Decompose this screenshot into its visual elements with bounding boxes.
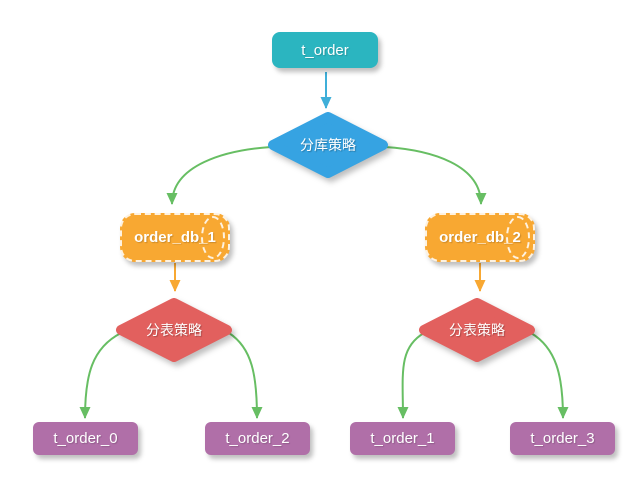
node-t-order-2: t_order_2 [205, 422, 310, 455]
node-t-order-3: t_order_3 [510, 422, 615, 455]
node-order-db-2: order_db_2 [425, 213, 535, 262]
edge-ts-left-to-t2 [228, 332, 263, 419]
ts-left-diamond-shape [116, 298, 232, 362]
edge-db-strategy-to-db2 [384, 146, 487, 205]
edge-ts-left-to-t0 [79, 332, 122, 419]
node-db-sharding-strategy: 分库策略 [266, 110, 390, 180]
node-t-order-label: t_order [301, 41, 349, 59]
node-t-order-0: t_order_0 [33, 422, 138, 455]
db-strategy-diamond-shape [268, 112, 388, 178]
node-t-order: t_order [272, 32, 378, 68]
node-t-order-1-label: t_order_1 [370, 430, 435, 447]
node-t-order-1: t_order_1 [350, 422, 455, 455]
ts-right-diamond-shape [419, 298, 535, 362]
node-table-sharding-strategy-left: 分表策略 [114, 296, 234, 364]
node-db-sharding-strategy-label: 分库策略 [300, 137, 356, 153]
node-order-db-1-label: order_db_1 [134, 229, 216, 246]
node-table-sharding-strategy-left-label: 分表策略 [146, 322, 202, 338]
node-order-db-1: order_db_1 [120, 213, 230, 262]
node-t-order-0-label: t_order_0 [53, 430, 118, 447]
node-t-order-3-label: t_order_3 [530, 430, 595, 447]
node-table-sharding-strategy-right-label: 分表策略 [449, 322, 505, 338]
node-table-sharding-strategy-right: 分表策略 [417, 296, 537, 364]
edge-ts-right-to-t1 [397, 332, 425, 419]
edge-db-strategy-to-db1 [166, 146, 272, 205]
node-order-db-2-label: order_db_2 [439, 229, 521, 246]
edge-ts-right-to-t3 [530, 332, 569, 419]
node-t-order-2-label: t_order_2 [225, 430, 290, 447]
